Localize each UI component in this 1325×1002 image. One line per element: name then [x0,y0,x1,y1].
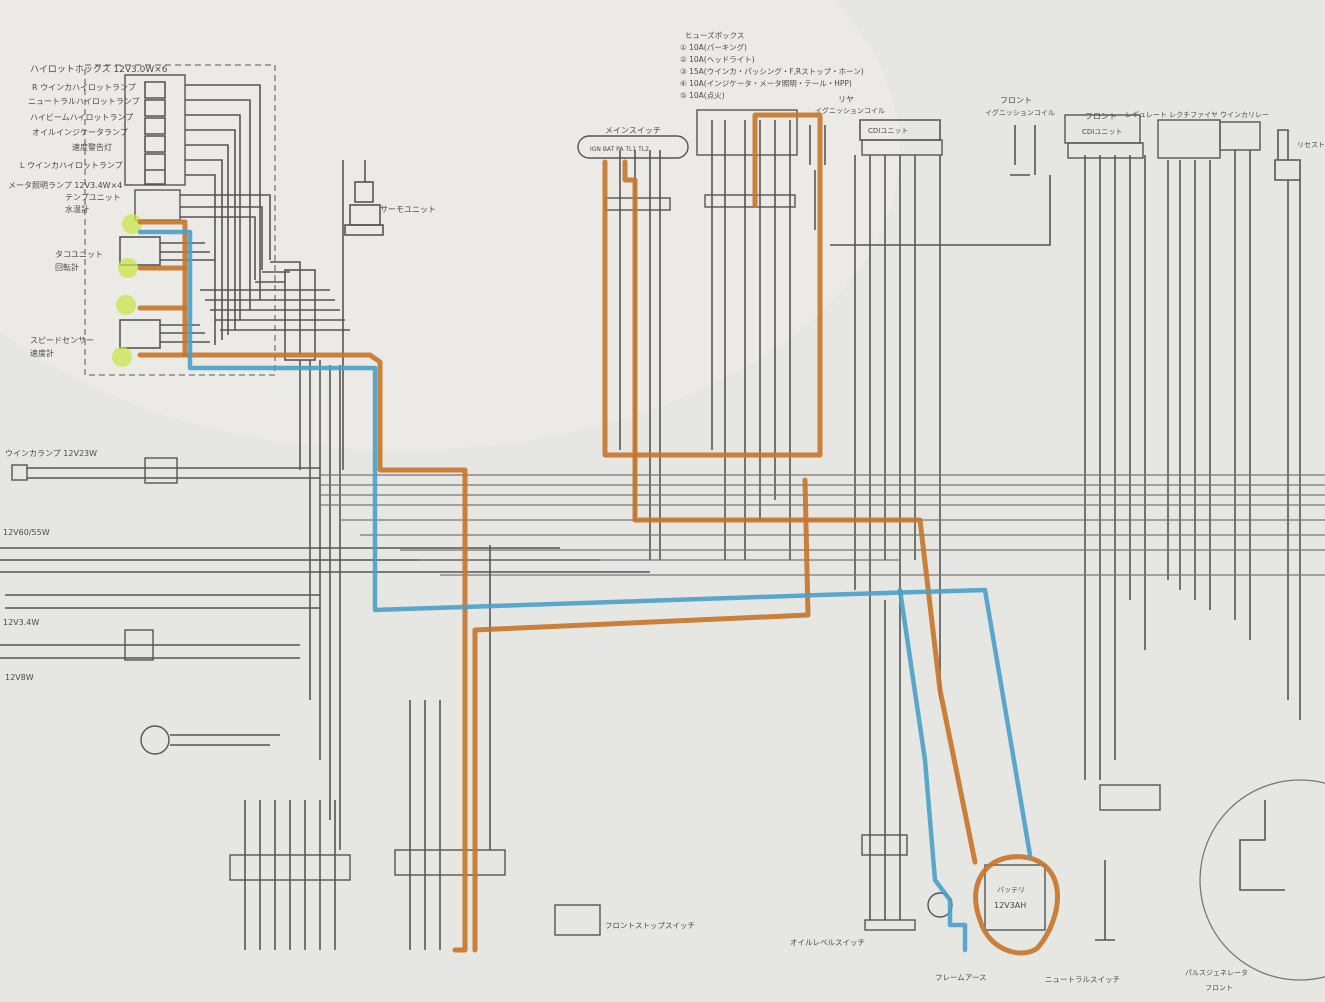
label-main-switch-terminals: IGN BAT PA TL1 TL2 [590,146,649,153]
label-lamp-3-4w: 12V3.4W [3,618,39,627]
label-highbeam-pilot: ハイビームハイロットランプ [30,113,133,122]
label-neutral-switch: ニュートラルスイッチ [1045,975,1120,984]
blue-trace [137,229,1033,953]
label-pulser-front: フロント [1205,984,1233,992]
label-fuse-3: ③ 15A(ウインカ・パッシング・F,Rストップ・ホーン) [680,66,864,76]
label-rear-cdi: CDIユニット [868,127,908,135]
label-front-stop-switch: フロントストップスイッチ [605,921,695,930]
thermo-unit [342,160,384,470]
label-speed-sensor: スピードセンサー [30,336,94,345]
label-headlight: 12V60/55W [3,528,50,537]
right-components: リヤ イグニッションコイル CDIユニット フロント イグニッションコイル フロ… [809,95,1325,780]
label-water-temp: 水温計 [65,204,89,214]
label-regulator-rectifier: レギュレート レクチファイヤ [1125,111,1218,119]
label-reset: リセスト [1297,141,1325,149]
label-speed-warning: 速度警告灯 [72,142,112,152]
left-lamps: ウインカランプ 12V23W 12V60/55W 12V3.4W 12V8W [0,449,1325,755]
bottom-switches: フロントストップスイッチ オイルレベルスイッチ フレームアース バッテリ 12V… [229,545,1325,992]
label-oil-level-switch: オイルレベルスイッチ [790,938,865,947]
fuse-box: ヒューズボックス ① 10A(パーキング) ② 10A(ヘッドライト) ③ 15… [680,30,864,560]
label-front-cdi: CDIユニット [1082,128,1122,136]
label-battery-spec: 12V3AH [994,901,1026,910]
label-tachometer: 回転計 [55,262,79,272]
label-front: フロント [1000,96,1032,105]
label-l-winker-pilot: L ウインカハイロットランプ [20,161,123,170]
label-front-cdi-title: フロント [1085,112,1117,121]
label-fuse-4: ④ 10A(インジケータ・メータ照明・テール・HPP) [680,79,852,88]
label-speedometer: 速度計 [30,348,54,358]
label-main-switch: メインスイッチ [605,126,661,135]
label-pilot-box: ハイロットホックス 12V3.0W×6 [30,64,168,75]
highlight-marks [112,214,142,367]
label-fuse-box: ヒューズボックス [685,30,744,40]
label-fuse-2: ② 10A(ヘッドライト) [680,55,755,64]
label-r-winker-pilot: R ウインカハイロットランプ [32,83,136,92]
label-tacho-unit: タコユニット [55,250,103,259]
label-oil-indicator: オイルインジケータランプ [32,128,128,137]
label-front-ignition-coil: イグニッションコイル [985,108,1055,117]
label-neutral-pilot: ニュートラルハイロットランプ [28,97,140,106]
label-meter-light: メータ照明ランプ 12V3.4W×4 [8,181,122,190]
label-fuse-5: ⑤ 10A(点火) [680,91,725,100]
label-winker-relay: ウインカリレー [1220,111,1269,119]
label-thermo-unit: サーモユニット [380,205,436,214]
label-rear: リヤ [838,95,854,104]
label-frame-earth: フレームアース [935,973,986,982]
instrument-cluster: ハイロットホックス 12V3.0W×6 R ウインカハイロットランプ ニュートラ… [8,64,350,850]
label-winker-lamp: ウインカランプ 12V23W [5,449,97,458]
label-rear-ignition-coil: イグニッションコイル [815,106,885,115]
label-lamp-8w: 12V8W [5,673,34,682]
label-fuse-1: ① 10A(パーキング) [680,42,747,52]
label-temp-unit: テンプユニット [65,193,121,202]
label-battery: バッテリ [997,886,1025,894]
orange-trace [137,112,1060,956]
label-pulser: パルスジェネレータ [1185,968,1248,977]
